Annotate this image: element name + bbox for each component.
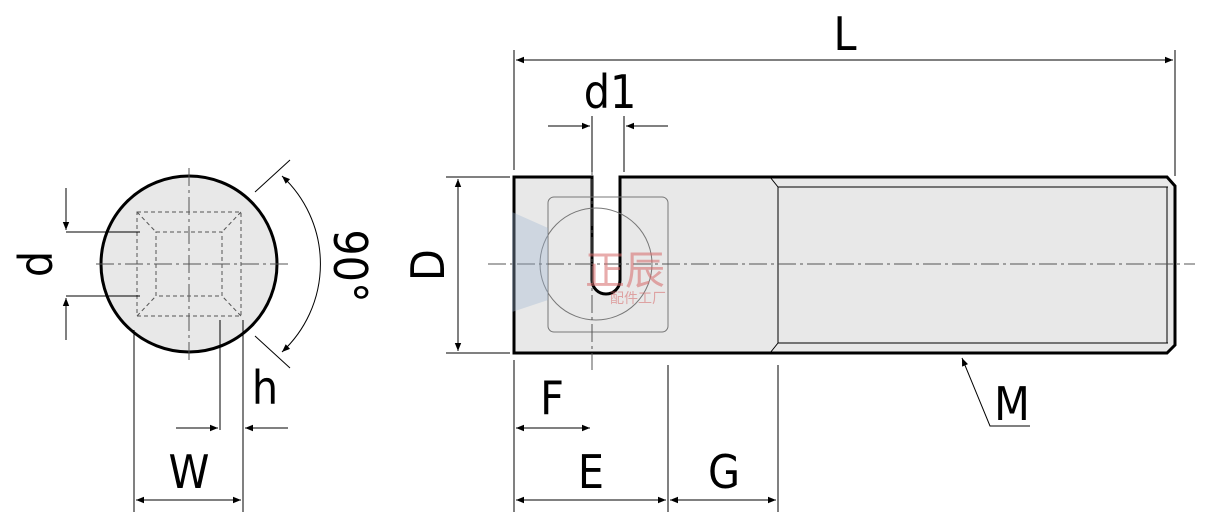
watermark-subtitle: 配件工厂 [610,291,666,307]
dim-label-L: L [833,7,856,61]
dim-label-W: W [169,445,210,499]
side-view-body [512,175,1177,355]
dim-label-M: M [994,377,1030,431]
watermark-name: 正辰 [585,248,665,294]
side-view: 正辰 配件工厂 L d1 D F E G M [401,7,1195,512]
end-view: d W h 90° [9,159,377,512]
watermark: 正辰 配件工厂 [512,212,666,312]
dim-label-F: F [540,371,564,425]
dim-label-D: D [401,249,455,281]
dim-label-G: G [708,445,740,499]
dim-label-d: d [9,251,63,277]
dim-label-d1: d1 [584,65,637,119]
dim-label-E: E [578,445,604,499]
dim-label-angle: 90° [323,229,377,302]
dim-label-h: h [252,361,278,415]
